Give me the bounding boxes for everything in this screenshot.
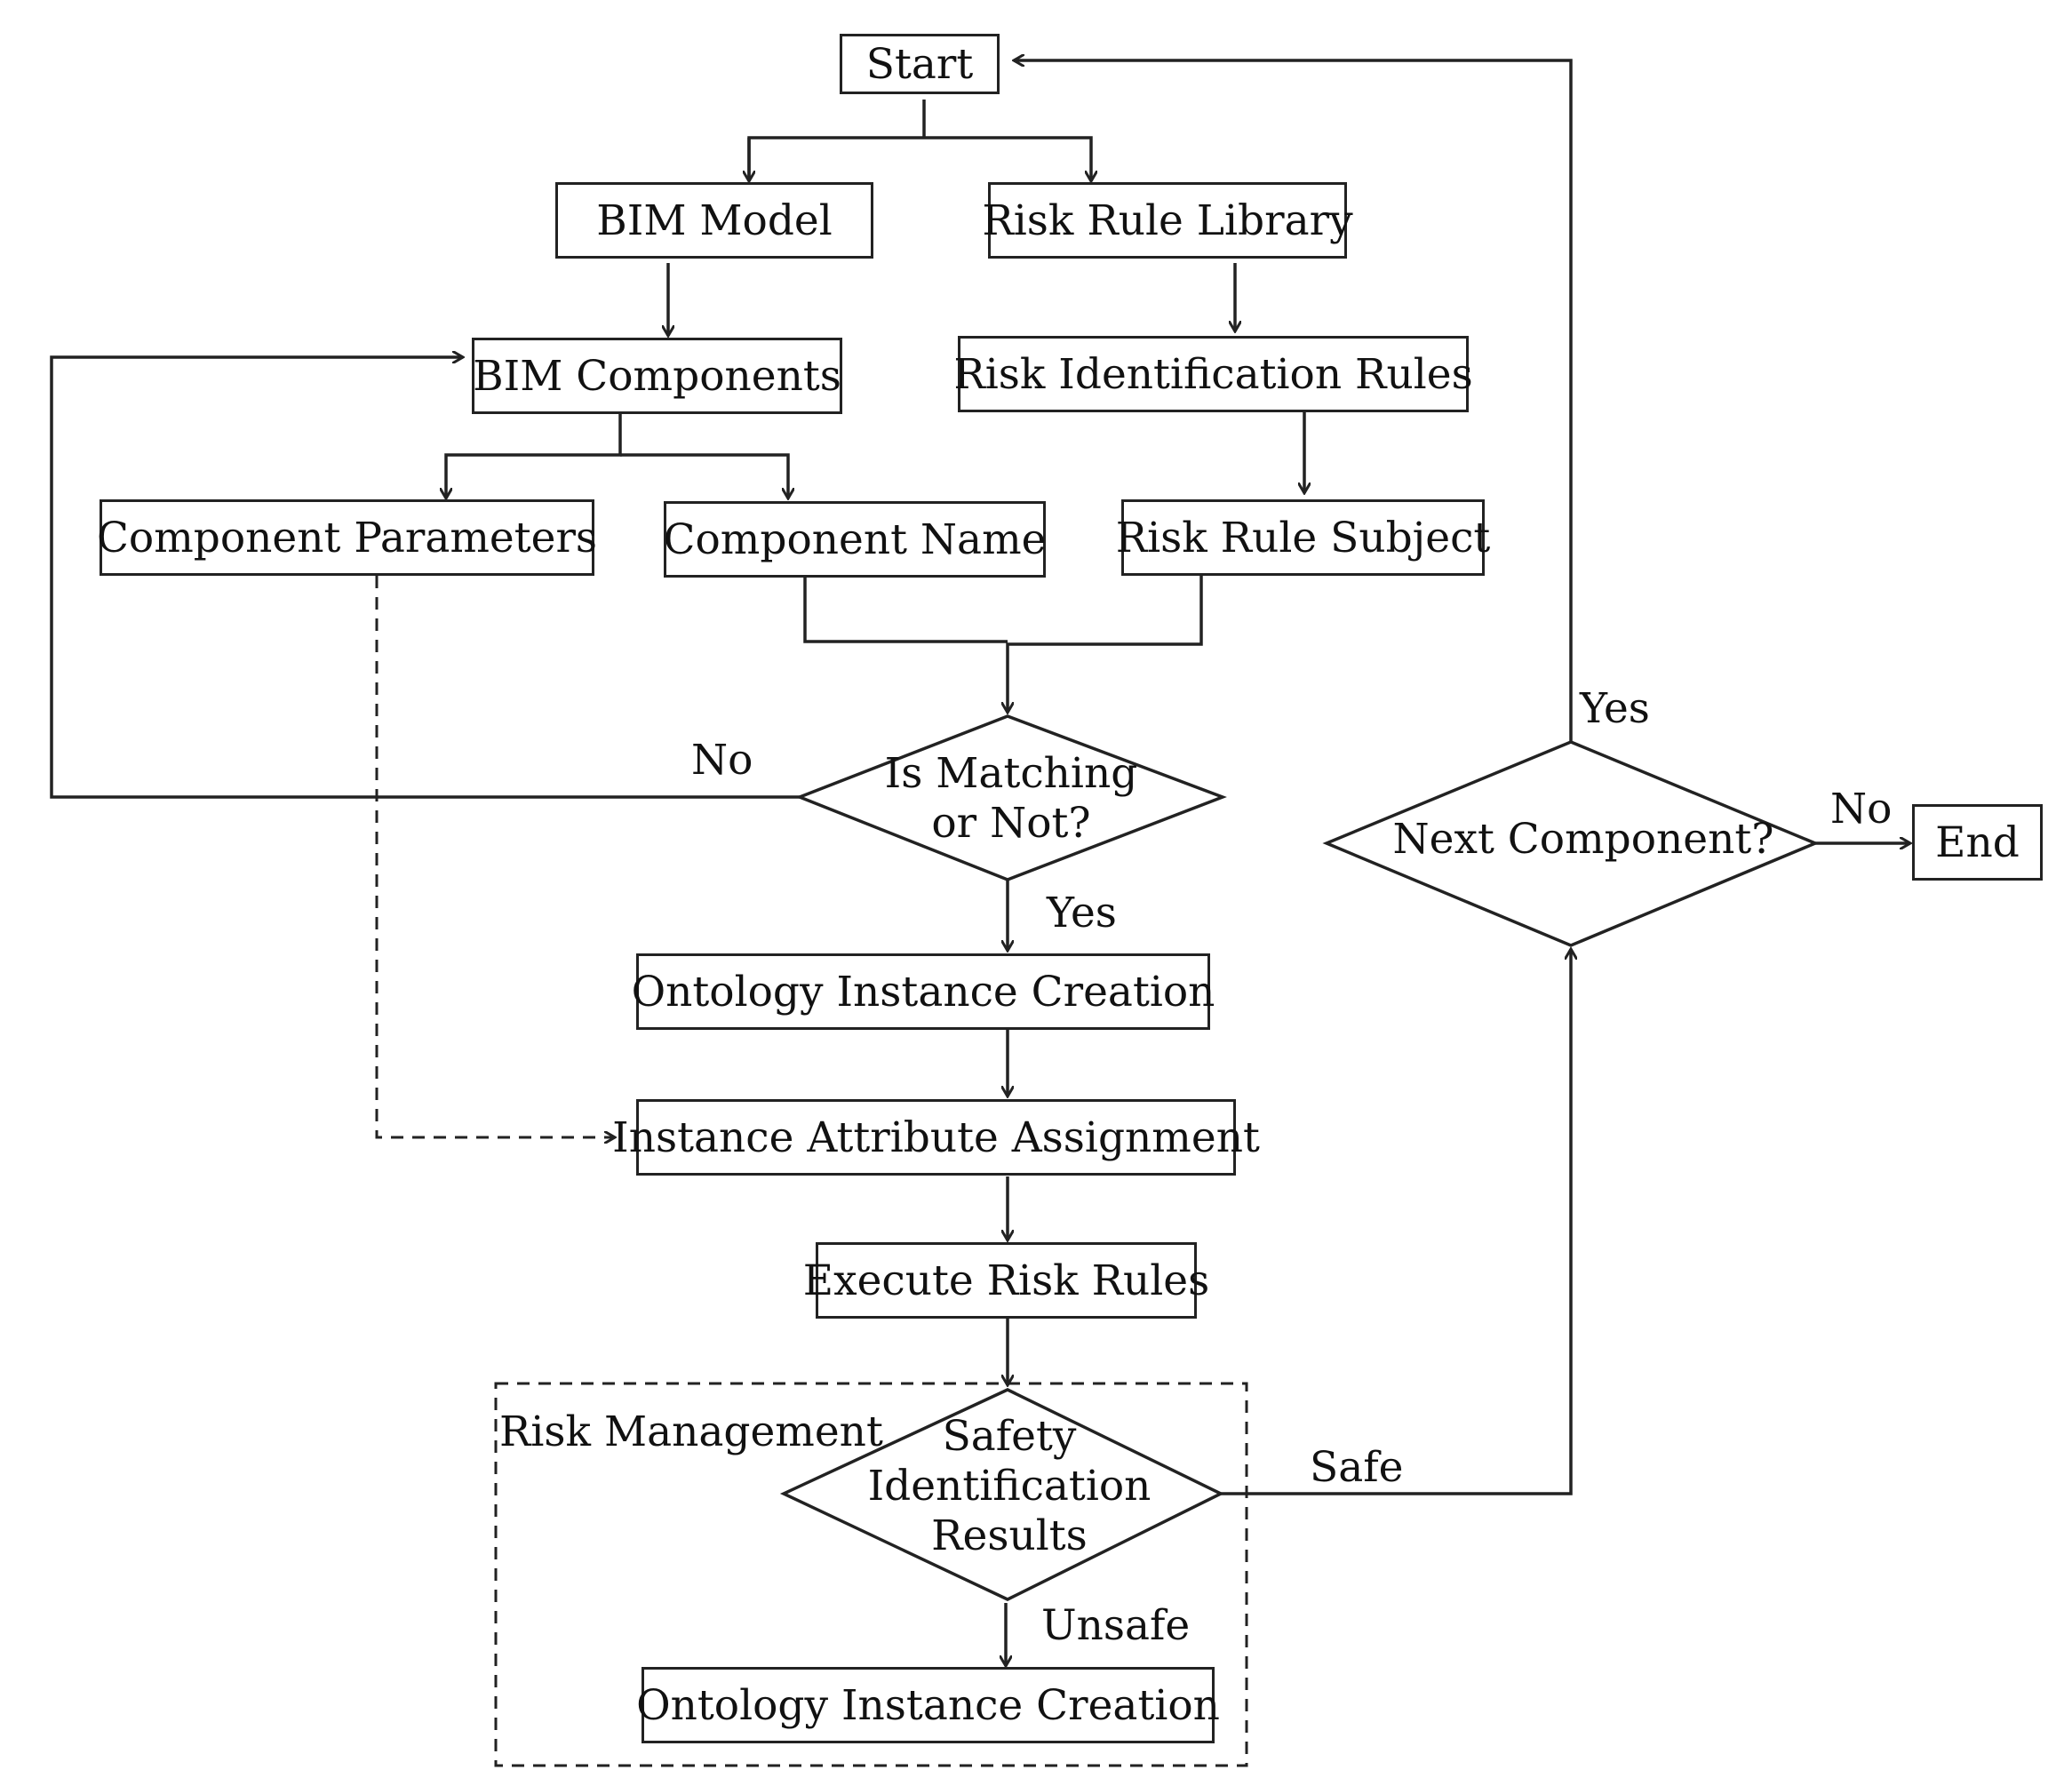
decision-is-matching: [795, 714, 1227, 881]
edge-next-to-start: [1014, 60, 1573, 742]
start-node: Start: [840, 34, 1000, 94]
edge-label-yes-next: Yes: [1580, 684, 1650, 733]
edge-no-match-loop: [50, 357, 800, 799]
risk-management-group: [494, 1382, 1248, 1767]
component-name-node: Component Name: [664, 501, 1046, 578]
edge-parameters-to-attribute: [375, 576, 615, 1137]
edge-label-no-match: No: [691, 736, 753, 785]
next-component-label: Next Component?: [1392, 815, 1774, 864]
risk-management-label: Risk Management: [499, 1407, 883, 1456]
edge-subject-merge: [1008, 576, 1203, 713]
ontology-instance-creation-node: Ontology Instance Creation: [632, 953, 1215, 1030]
execute-risk-rules-node: Execute Risk Rules: [803, 1242, 1209, 1319]
is-matching-line-1: Is Matching: [884, 749, 1138, 798]
edge-label-safe: Safe: [1310, 1443, 1404, 1492]
safety-line-1: Safety: [942, 1412, 1077, 1461]
safety-results-label: Safety Identification Results: [868, 1412, 1152, 1561]
is-matching-label: Is Matching or Not?: [885, 749, 1138, 849]
safety-line-3: Results: [931, 1511, 1088, 1560]
risk-rule-library-node: Risk Rule Library: [982, 182, 1353, 259]
is-matching-line-2: or Not?: [931, 799, 1091, 848]
edge-components-to-name: [620, 453, 788, 498]
decision-next-component: [1322, 740, 1820, 947]
component-parameters-node: Component Parameters: [97, 499, 597, 576]
ontology-instance-creation-2-node: Ontology Instance Creation: [636, 1667, 1220, 1743]
edge-name-merge: [803, 576, 1008, 643]
risk-rule-subject-node: Risk Rule Subject: [1116, 499, 1490, 576]
decision-safety-results: [779, 1388, 1224, 1601]
end-node: End: [1912, 804, 2043, 881]
edge-label-no-next: No: [1830, 785, 1893, 833]
edge-start-split: [747, 100, 1091, 181]
bim-model-node: BIM Model: [555, 182, 873, 259]
risk-identification-rules-node: Risk Identification Rules: [953, 336, 1473, 412]
bim-components-node: BIM Components: [472, 338, 842, 414]
edge-safe-to-next: [1221, 949, 1571, 1495]
safety-line-2: Identification: [867, 1462, 1152, 1511]
edge-label-yes-match: Yes: [1047, 889, 1117, 937]
edge-components-split: [446, 414, 622, 498]
instance-attribute-assignment-node: Instance Attribute Assignment: [612, 1099, 1260, 1176]
edge-label-unsafe: Unsafe: [1041, 1601, 1191, 1650]
